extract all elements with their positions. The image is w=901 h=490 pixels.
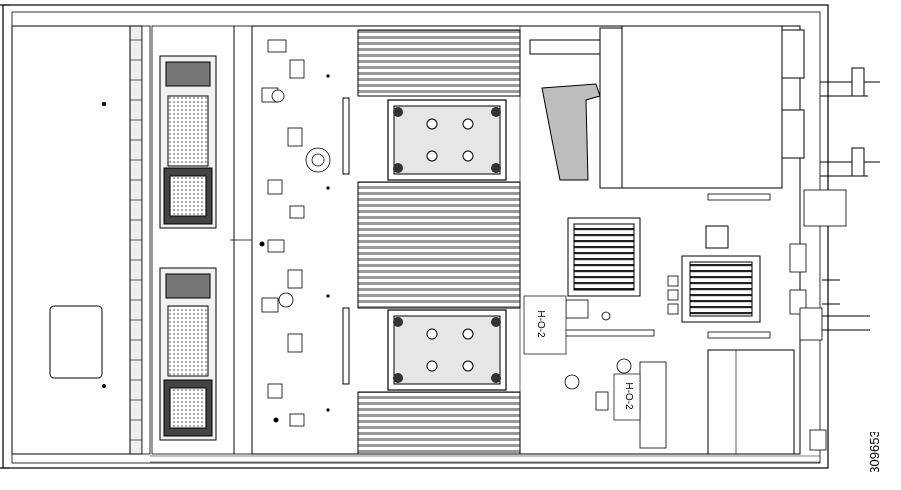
pcie-slots (563, 193, 771, 449)
vertical-connector-upper (342, 97, 350, 175)
board-connectors-left (261, 39, 331, 427)
fan-tray-label-lower: H-O-2 (613, 373, 641, 421)
cpu-2 (387, 309, 507, 391)
fan-module-1 (159, 55, 217, 229)
figure-number: 309653 (867, 432, 882, 472)
figure-number-text: 309653 (867, 432, 882, 472)
board-misc-round (564, 311, 632, 390)
power-supply-rear (707, 349, 795, 455)
heatsink-1 (567, 217, 641, 297)
pcie-riser (529, 25, 805, 189)
drive-label-plate (49, 305, 103, 379)
fan-tray-label-upper-text: H-O-2 (535, 310, 546, 338)
dimm-bank-bottom (357, 391, 521, 455)
vertical-connector-lower (342, 307, 350, 385)
drive-bay-slot-ribs (130, 39, 142, 441)
heatsink-2 (681, 255, 761, 323)
chassis-bottom-rib (150, 455, 820, 463)
fan-tray-label-upper: H-O-2 (523, 295, 567, 355)
chip-square (705, 225, 729, 249)
fan-tray-label-lower-text: H-O-2 (623, 382, 634, 410)
board-screws (259, 74, 330, 423)
cpu-1 (387, 99, 507, 181)
rear-handle-lower (820, 147, 880, 177)
dimm-bank-top (357, 29, 521, 97)
small-ic-cluster (565, 275, 679, 319)
fan-module-2 (159, 267, 217, 441)
rear-cable-ports (822, 279, 870, 331)
drive-bay-front (11, 25, 151, 455)
dimm-bank-middle (357, 181, 521, 309)
rear-io-ports (789, 189, 847, 451)
rear-handle-upper (820, 67, 880, 97)
